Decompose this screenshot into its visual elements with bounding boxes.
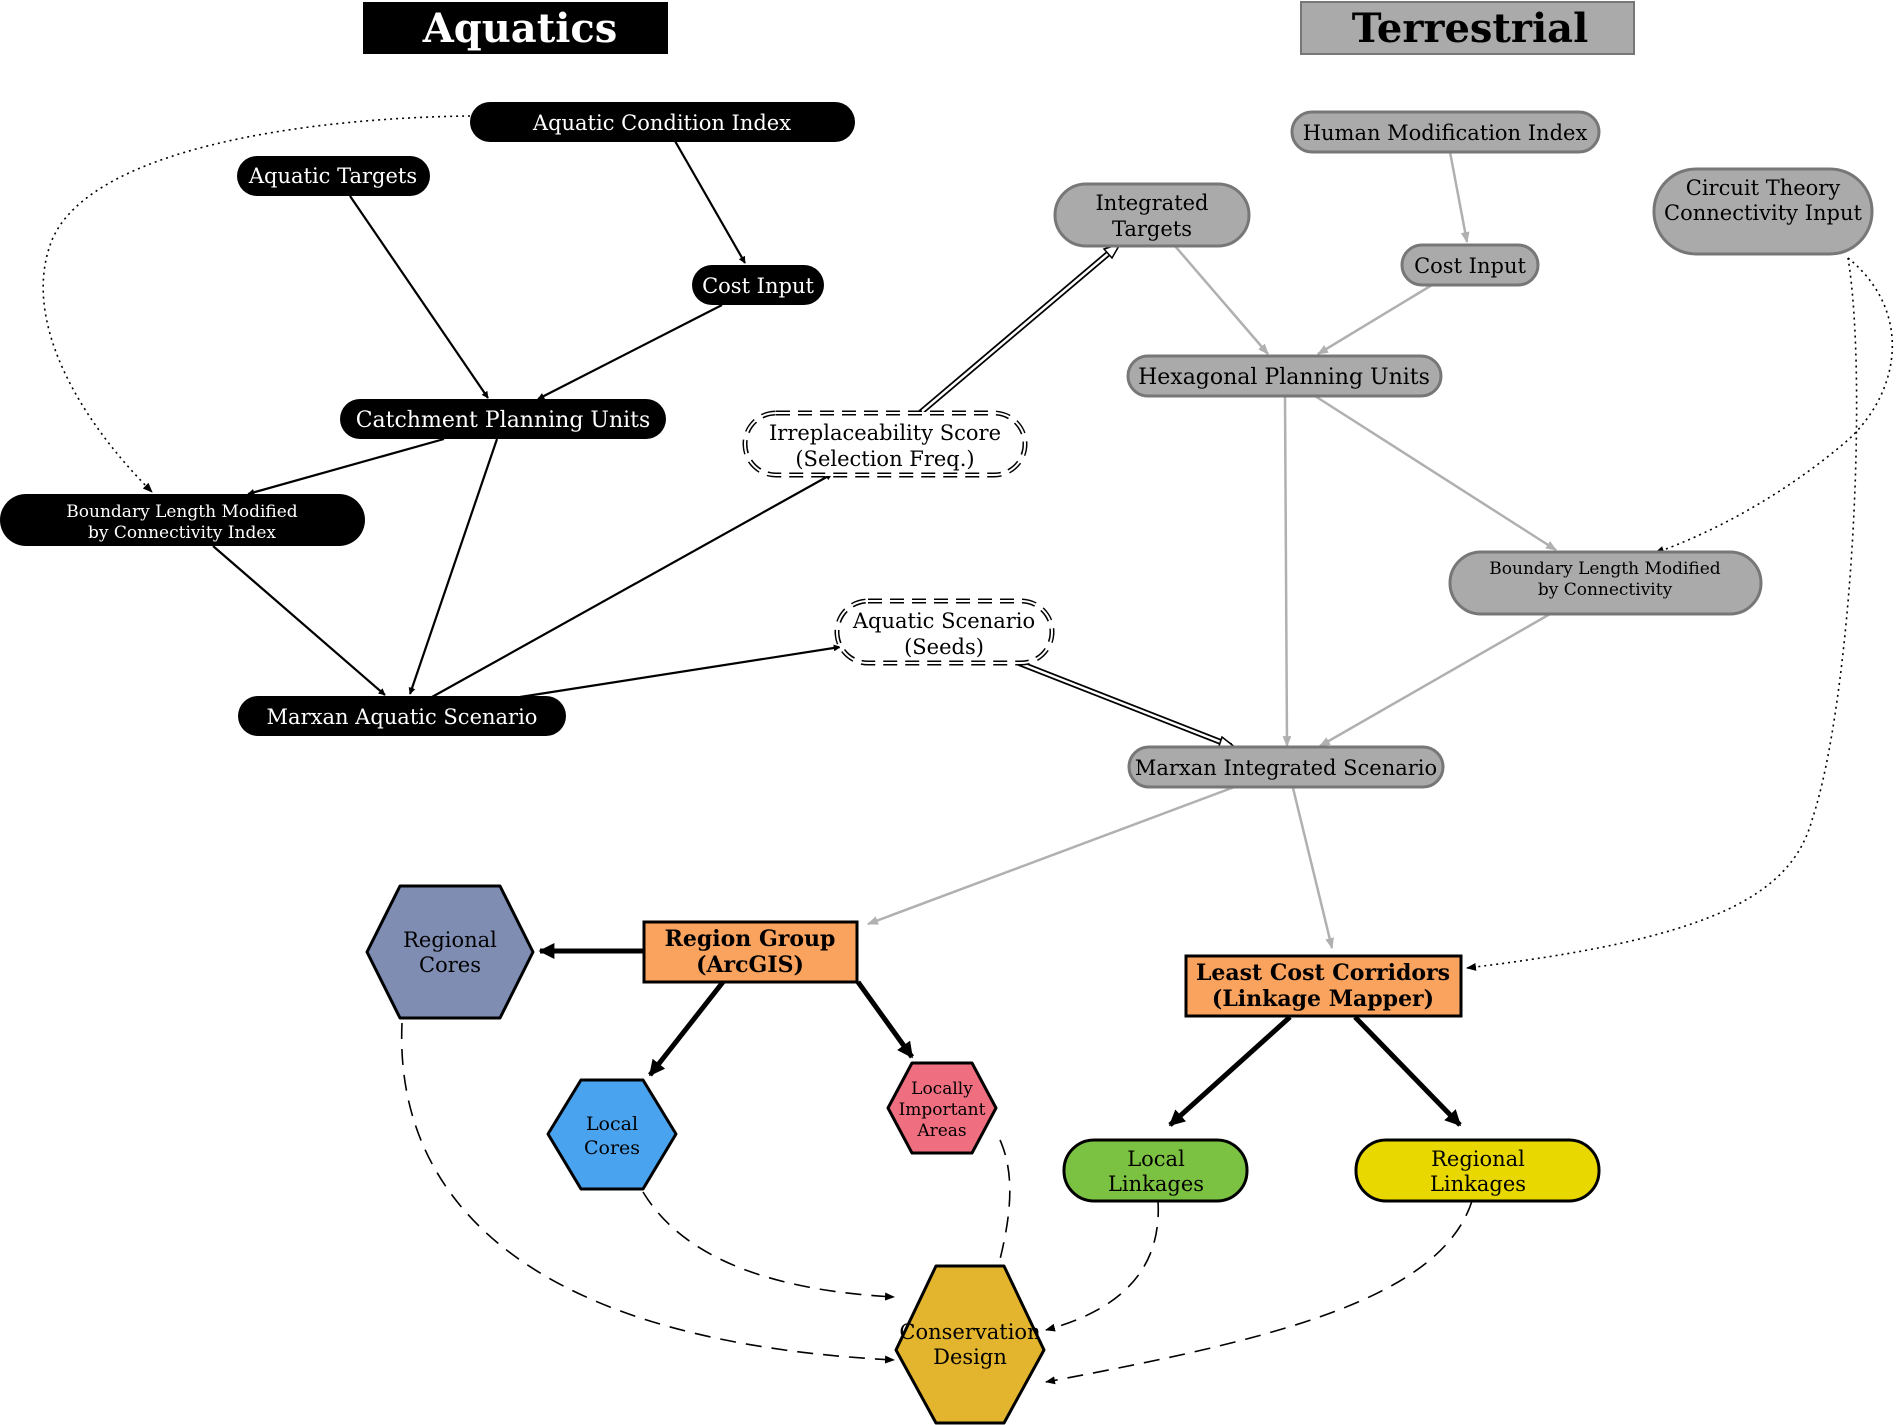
svg-text:Least Cost Corridors: Least Cost Corridors	[1196, 960, 1450, 986]
svg-text:Aquatic Scenario: Aquatic Scenario	[852, 609, 1035, 633]
local-cores-hexagon[interactable]: Local Cores	[546, 1078, 678, 1191]
edge-catchment-to-marxan	[408, 438, 499, 695]
edge-region-group-to-locally-important	[855, 980, 915, 1059]
svg-text:Linkages: Linkages	[1430, 1172, 1526, 1196]
svg-text:Targets: Targets	[1112, 217, 1192, 241]
edge-local-linkages-to-design	[1045, 1200, 1159, 1332]
catchment-planning-units-node[interactable]: Catchment Planning Units	[340, 399, 666, 439]
svg-text:Terrestrial: Terrestrial	[1352, 5, 1589, 52]
circuit-theory-node[interactable]: Circuit Theory Connectivity Input	[1652, 167, 1874, 256]
edge-locally-important-to-design	[994, 1139, 1011, 1276]
edge-region-group-to-local-cores	[648, 980, 725, 1077]
edge-cost-to-catchment	[537, 304, 723, 400]
local-linkages-node[interactable]: Local Linkages	[1062, 1138, 1249, 1203]
svg-text:(Linkage Mapper): (Linkage Mapper)	[1212, 986, 1434, 1012]
svg-text:Aquatics: Aquatics	[422, 5, 618, 52]
svg-text:(Selection Freq.): (Selection Freq.)	[795, 447, 974, 471]
svg-text:Boundary Length Modified: Boundary Length Modified	[1489, 559, 1721, 579]
region-group-box[interactable]: Region Group (ArcGIS)	[642, 920, 859, 984]
edge-hmi-to-cost	[1448, 151, 1470, 244]
svg-text:Marxan Aquatic Scenario: Marxan Aquatic Scenario	[267, 705, 538, 729]
svg-text:Design: Design	[933, 1345, 1007, 1369]
svg-text:Linkages: Linkages	[1108, 1172, 1204, 1196]
edge-boundary-to-marxan	[212, 545, 386, 696]
edge-targets-to-catchment	[349, 195, 489, 399]
aquatic-scenario-seeds-node[interactable]: Aquatic Scenario (Seeds)	[834, 598, 1055, 666]
svg-text:Hexagonal Planning Units: Hexagonal Planning Units	[1138, 365, 1430, 390]
edge-condition-to-cost	[674, 140, 746, 264]
boundary-length-aquatic-node[interactable]: Boundary Length Modified by Connectivity…	[0, 494, 365, 546]
marxan-integrated-scenario-node[interactable]: Marxan Integrated Scenario	[1127, 745, 1445, 789]
edge-least-cost-to-regional-linkages	[1353, 1015, 1462, 1127]
svg-text:Aquatic Condition Index: Aquatic Condition Index	[532, 111, 791, 135]
edge-circuit-to-boundary-dotted	[1654, 257, 1894, 554]
svg-text:Human Modification Index: Human Modification Index	[1303, 121, 1588, 145]
locally-important-areas-hexagon[interactable]: Locally Important Areas	[886, 1061, 998, 1155]
edge-condition-to-boundary-dotted	[42, 115, 471, 493]
aquatics-header: Aquatics	[363, 2, 668, 54]
svg-text:Regional: Regional	[403, 928, 497, 952]
hexagonal-planning-units-node[interactable]: Hexagonal Planning Units	[1126, 354, 1443, 398]
conservation-design-hexagon[interactable]: Conservation Design	[894, 1264, 1046, 1425]
svg-text:Cost Input: Cost Input	[1414, 254, 1526, 278]
svg-text:Local: Local	[586, 1113, 638, 1135]
integrated-targets-node[interactable]: Integrated Targets	[1053, 182, 1251, 248]
edge-marxan-to-seeds	[519, 644, 841, 699]
svg-text:(Seeds): (Seeds)	[904, 635, 984, 659]
svg-text:Catchment Planning Units: Catchment Planning Units	[356, 408, 651, 433]
aquatic-cost-input-node[interactable]: Cost Input	[692, 265, 824, 305]
edges	[42, 115, 1894, 1385]
svg-text:Cost Input: Cost Input	[702, 274, 814, 298]
terrestrial-header: Terrestrial	[1300, 1, 1635, 55]
svg-text:Cores: Cores	[419, 953, 481, 977]
irreplaceability-score-node[interactable]: Irreplaceability Score (Selection Freq.)	[742, 410, 1028, 478]
edge-cost-to-hex	[1317, 283, 1433, 356]
svg-text:Regional: Regional	[1431, 1147, 1525, 1171]
human-modification-index-node[interactable]: Human Modification Index	[1290, 110, 1601, 154]
svg-text:(ArcGIS): (ArcGIS)	[696, 952, 804, 978]
least-cost-corridors-box[interactable]: Least Cost Corridors (Linkage Mapper)	[1184, 954, 1463, 1018]
edge-marxan-to-region-group	[866, 784, 1238, 926]
svg-text:Aquatic Targets: Aquatic Targets	[248, 164, 417, 188]
svg-text:by Connectivity Index: by Connectivity Index	[88, 523, 276, 543]
aquatic-condition-index-node[interactable]: Aquatic Condition Index	[470, 102, 855, 142]
edge-hex-to-marxan	[1282, 395, 1292, 748]
svg-text:Irreplaceability Score: Irreplaceability Score	[769, 421, 1001, 445]
svg-text:Important: Important	[899, 1100, 986, 1120]
edge-catchment-to-boundary	[247, 437, 445, 496]
edge-local-cores-to-design	[642, 1191, 895, 1301]
aquatic-targets-node[interactable]: Aquatic Targets	[237, 156, 430, 196]
boundary-length-terrestrial-node[interactable]: Boundary Length Modified by Connectivity	[1448, 550, 1763, 616]
edge-irreplaceability-to-integrated-targets	[918, 242, 1122, 416]
edge-boundary-to-marxan	[1319, 612, 1551, 748]
edge-hex-to-boundary	[1314, 394, 1557, 552]
svg-text:Local: Local	[1127, 1147, 1185, 1171]
svg-text:Connectivity Input: Connectivity Input	[1664, 201, 1862, 225]
edge-regional-linkages-to-design	[1045, 1200, 1473, 1385]
edge-seeds-to-marxan-integrated	[1017, 660, 1239, 750]
svg-text:Areas: Areas	[916, 1121, 966, 1141]
edge-marxan-to-least-cost	[1291, 787, 1334, 950]
edge-least-cost-to-local-linkages	[1168, 1015, 1292, 1127]
svg-text:Circuit Theory: Circuit Theory	[1686, 176, 1841, 200]
svg-text:Marxan Integrated Scenario: Marxan Integrated Scenario	[1135, 756, 1437, 780]
edge-marxan-to-irreplaceability	[431, 473, 833, 698]
edge-targets-to-hex	[1174, 245, 1269, 355]
marxan-aquatic-scenario-node[interactable]: Marxan Aquatic Scenario	[238, 696, 566, 736]
svg-text:Locally: Locally	[911, 1079, 973, 1099]
svg-text:Region Group: Region Group	[665, 926, 836, 952]
svg-text:by Connectivity: by Connectivity	[1538, 580, 1673, 600]
terrestrial-cost-input-node[interactable]: Cost Input	[1400, 243, 1540, 287]
svg-text:Boundary Length Modified: Boundary Length Modified	[66, 502, 298, 522]
svg-text:Conservation: Conservation	[899, 1320, 1040, 1344]
svg-text:Cores: Cores	[584, 1137, 640, 1159]
edge-regional-cores-to-design	[400, 1022, 895, 1364]
regional-cores-hexagon[interactable]: Regional Cores	[365, 884, 535, 1020]
svg-text:Integrated: Integrated	[1096, 191, 1209, 215]
regional-linkages-node[interactable]: Regional Linkages	[1354, 1138, 1601, 1203]
